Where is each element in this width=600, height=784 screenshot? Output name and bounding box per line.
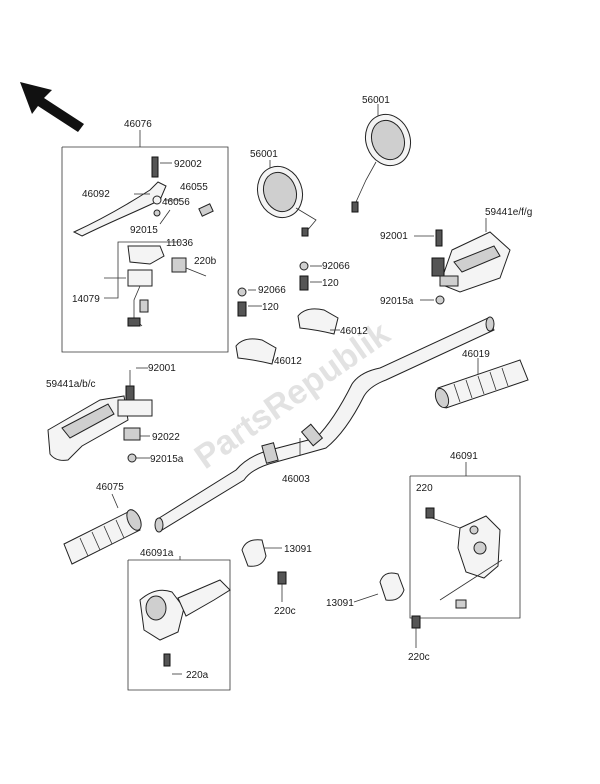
grip-46075: [63, 493, 142, 565]
label-220c-upper: 220c: [274, 606, 296, 617]
label-92015: 92015: [130, 225, 158, 236]
label-46091: 46091: [450, 451, 478, 462]
label-220: 220: [416, 483, 433, 494]
label-46092: 46092: [82, 189, 110, 200]
label-11036: 11036: [166, 238, 194, 249]
adjuster-46055: [198, 203, 214, 217]
label-46012-upper: 46012: [340, 326, 368, 337]
label-56001-left: 56001: [250, 149, 278, 160]
label-92001-right: 92001: [380, 231, 408, 242]
label-46019: 46019: [462, 349, 490, 360]
label-120-upper: 120: [322, 278, 339, 289]
handlebar-46003: [154, 316, 495, 533]
clamp-hardware-upper: [297, 261, 340, 335]
label-120-lower: 120: [262, 302, 279, 313]
label-92001-left: 92001: [148, 363, 176, 374]
switch-group-46091: [353, 462, 521, 648]
label-46003: 46003: [282, 474, 310, 485]
label-56001-right: 56001: [362, 95, 390, 106]
holder-59441abc: [47, 367, 153, 463]
holder-11036: [127, 245, 165, 265]
clamp-hardware-lower: [235, 287, 277, 365]
grip-46019: [434, 358, 529, 409]
label-92066-lower: 92066: [258, 285, 286, 296]
label-46012-lower: 46012: [274, 356, 302, 367]
collar-46056: [153, 209, 161, 217]
label-59441abc: 59441a/b/c: [46, 379, 96, 390]
lever-46092: [72, 181, 167, 237]
clutch-lever-group: [61, 130, 229, 353]
mirror-left: [256, 160, 317, 237]
bolt-92002: [151, 156, 159, 178]
label-220a: 220a: [186, 670, 209, 681]
switch-terminal: [127, 317, 141, 327]
label-14079: 14079: [72, 294, 100, 305]
switch-14079: [127, 269, 153, 287]
label-92015a-right: 92015a: [380, 296, 414, 307]
label-46076: 46076: [124, 119, 152, 130]
label-220b: 220b: [194, 256, 217, 267]
label-220c-lower: 220c: [408, 652, 430, 663]
label-13091-upper: 13091: [284, 544, 312, 555]
label-46056: 46056: [162, 197, 190, 208]
switch-group-46091a: [127, 539, 287, 691]
holder-59441efg: [414, 218, 511, 305]
label-59441efg: 59441e/f/g: [485, 207, 532, 218]
label-46091a: 46091a: [140, 548, 174, 559]
nut-92015: [152, 195, 162, 205]
mirror-right: [351, 104, 412, 213]
label-92002: 92002: [174, 159, 202, 170]
switch-pin: [139, 299, 149, 313]
label-92066-upper: 92066: [322, 261, 350, 272]
label-92022: 92022: [152, 432, 180, 443]
label-13091-lower: 13091: [326, 598, 354, 609]
label-46055: 46055: [180, 182, 208, 193]
clamp-220b: [171, 257, 187, 273]
direction-arrow-icon: [20, 82, 84, 132]
label-92015a-left: 92015a: [150, 454, 184, 465]
part-labels: 46076 92002 46092 46055 46056 92015 1103…: [46, 95, 532, 681]
label-46075: 46075: [96, 482, 124, 493]
